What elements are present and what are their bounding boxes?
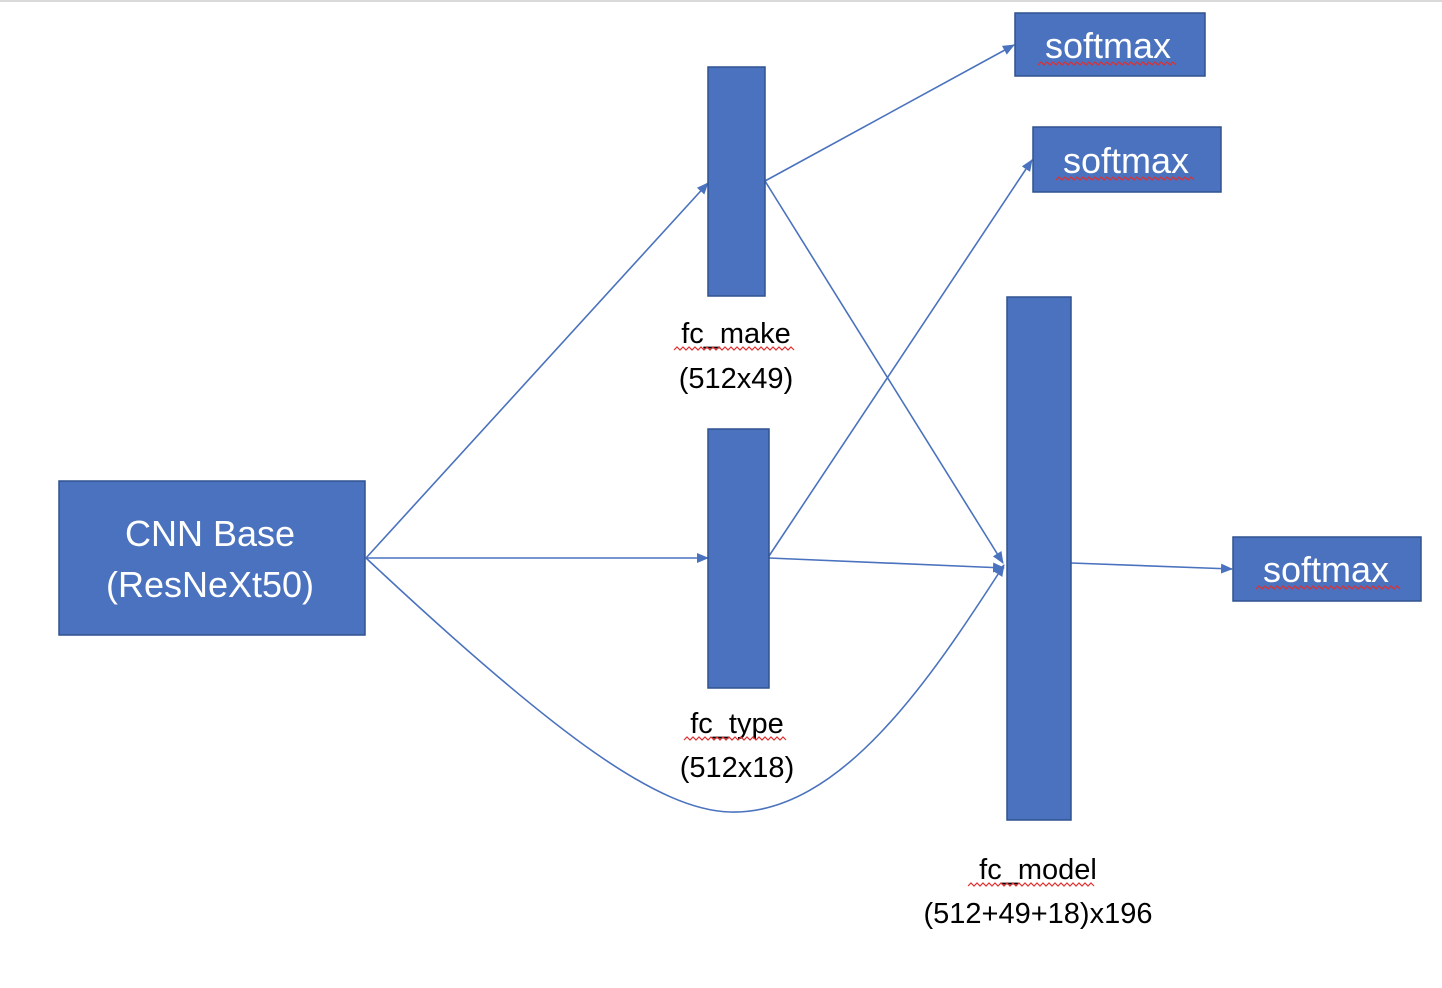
arrow-cnn-to-fc-make <box>365 182 709 559</box>
spellcheck-underline <box>1255 585 1401 590</box>
softmax-make-label: softmax <box>1045 25 1171 66</box>
fc-model-bar <box>1006 296 1072 821</box>
fc-type-layer: fc_type (512x18) <box>680 428 794 784</box>
cnn-base-title: CNN Base <box>125 513 295 554</box>
fc-type-dims: (512x18) <box>680 752 794 784</box>
fc-make-bar <box>707 66 766 297</box>
fc-model-name: fc_model <box>979 854 1097 886</box>
spellcheck-underline <box>1037 61 1177 66</box>
cnn-base-subtitle: (ResNeXt50) <box>106 564 314 605</box>
softmax-model-label: softmax <box>1263 549 1389 590</box>
fc-type-bar <box>707 428 770 689</box>
fc-model-layer: fc_model (512+49+18)x196 <box>924 296 1153 930</box>
arrow-fc-make-to-fc-model <box>764 180 1004 564</box>
connectors <box>365 44 1233 813</box>
softmax-type-block: softmax <box>1032 126 1222 193</box>
arrow-fc-model-to-softmax <box>1070 562 1233 574</box>
fc-type-name: fc_type <box>690 708 784 740</box>
arrow-cnn-to-fc-model-curve <box>365 557 1005 813</box>
arrow-fc-type-to-softmax <box>768 159 1033 557</box>
spellcheck-underline <box>1055 176 1195 181</box>
arrow-fc-type-to-fc-model <box>768 557 1005 573</box>
softmax-type-box <box>1032 126 1222 193</box>
cnn-base-box <box>58 480 366 636</box>
fc-make-name: fc_make <box>681 318 791 350</box>
fc-make-layer: fc_make (512x49) <box>673 66 795 395</box>
fc-make-dims: (512x49) <box>679 363 793 395</box>
arrow-fc-make-to-softmax <box>764 44 1015 182</box>
cnn-base-block: CNN Base (ResNeXt50) <box>58 480 366 636</box>
spellcheck-underline <box>967 882 1095 887</box>
fc-model-dims: (512+49+18)x196 <box>924 898 1153 930</box>
softmax-model-box <box>1232 536 1422 602</box>
top-border <box>0 0 1442 2</box>
softmax-model-block: softmax <box>1232 536 1422 602</box>
softmax-make-block: softmax <box>1014 12 1206 77</box>
spellcheck-underline <box>683 736 787 741</box>
spellcheck-underline <box>673 346 795 351</box>
softmax-type-label: softmax <box>1063 140 1189 181</box>
